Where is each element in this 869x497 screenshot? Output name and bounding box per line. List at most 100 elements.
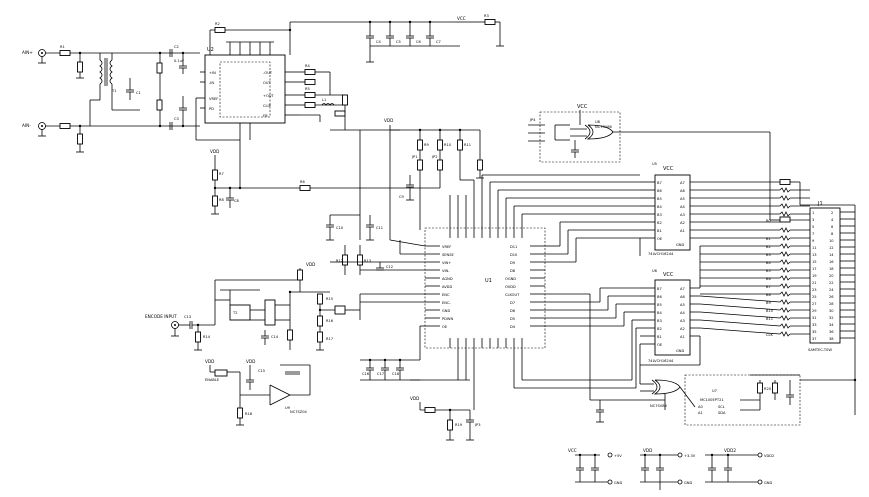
svg-text:A7: A7 (680, 181, 685, 185)
svg-text:B6: B6 (657, 295, 662, 299)
bottom-xor-gate: NC7SV86 (590, 238, 701, 423)
svg-text:GND: GND (676, 349, 684, 353)
bus-b1-label: B1 (766, 237, 771, 241)
svg-text:ENC-: ENC- (442, 301, 451, 305)
encode-input-label: ENCODE INPUT (145, 314, 177, 319)
j1-pin-9: 9 (812, 239, 815, 243)
j1-pin-25: 25 (812, 295, 817, 299)
svg-text:OE: OE (657, 237, 663, 241)
svg-text:A4: A4 (680, 311, 685, 315)
u8-xor-gate: VCC U8 NC7SV86 JP4 (528, 104, 771, 220)
bus-b9-label: B9 (766, 301, 771, 305)
svg-text:D10: D10 (510, 253, 518, 257)
svg-text:CLKOUT: CLKOUT (505, 293, 520, 297)
svg-text:B3: B3 (657, 213, 662, 217)
data-bus (481, 174, 640, 400)
svg-text:ENABLE: ENABLE (205, 378, 220, 382)
svg-text:D6: D6 (510, 309, 516, 313)
bus-b6-label: B6 (766, 277, 771, 281)
jp3-label: JP3 (474, 423, 481, 427)
svg-text:B7: B7 (657, 181, 662, 185)
r17-label: R17 (326, 337, 333, 341)
j1-pin-4: 4 (831, 218, 834, 222)
c12-label: C12 (386, 265, 393, 269)
gnd2-label: GND (684, 481, 692, 485)
c8-label: C8 (234, 199, 240, 203)
r13-label: R13 (364, 259, 371, 263)
u7-chip: U7 MC100EPT21 A0 A1 SCL SDA R20 (684, 374, 855, 426)
vdd2-out-label: VDD2 (764, 454, 774, 458)
clock-oscillator: VDD ENABLE VDD U9 NC7SZ04 R18 C15 (205, 359, 311, 426)
j1-pin-17: 17 (812, 267, 817, 271)
vdd-jp-label: VDD (410, 396, 419, 401)
j1-pin-2: 2 (831, 211, 833, 215)
svg-text:ENC: ENC (442, 293, 450, 297)
svg-text:B3: B3 (657, 319, 662, 323)
j1-pin-10: 10 (829, 239, 834, 243)
j1-pin-7: 7 (812, 232, 814, 236)
u2-chip: U2 +IN -IN VREF PD -OUT OUT +OUT CLIP FB (200, 47, 300, 124)
svg-text:-OUT: -OUT (263, 71, 273, 75)
c3-label: C3 (174, 117, 179, 121)
l1-label: L1 (322, 98, 326, 102)
jp4-label: JP4 (529, 118, 536, 122)
j1-label: J1 (817, 201, 823, 207)
j1-pin-1: 1 (812, 211, 814, 215)
r5-label: R5 (305, 87, 310, 91)
svg-text:B1: B1 (657, 335, 662, 339)
svg-text:-IN: -IN (209, 81, 214, 85)
ain-minus-label: AIN- (22, 123, 31, 128)
vcc-top-label: VCC (457, 16, 466, 21)
u2-label: U2 (207, 47, 214, 53)
j1-connector: J1 SAMTEC-TSW 1 3 5 7 9 11 13 15 17 19 2… (799, 182, 856, 415)
bus-b7-label: B7 (766, 285, 771, 289)
c13-label: C13 (184, 315, 191, 319)
u6-label: U6 (652, 269, 658, 273)
svg-text:SENSE: SENSE (442, 253, 455, 257)
c14-label: C14 (271, 335, 279, 339)
c11-label: C11 (376, 226, 383, 230)
vdd-pwr2-label: VDD (643, 448, 652, 453)
svg-text:D5: D5 (510, 317, 515, 321)
u8-part-number: NC7SV86 (595, 125, 613, 129)
svg-text:NC7SV86: NC7SV86 (650, 404, 668, 408)
svg-text:+IN: +IN (209, 71, 216, 75)
power-decoupling-block-3: VDD2 VDD2 GND (705, 448, 774, 485)
r1-label: R1 (60, 45, 65, 49)
r16-label: R16 (326, 319, 334, 323)
j1-pin-32: 32 (829, 316, 834, 320)
j1-pin-14: 14 (829, 253, 834, 257)
jp2-label: JP2 (431, 155, 438, 159)
svg-text:D4: D4 (510, 325, 516, 329)
j1-pin-29: 29 (812, 309, 817, 313)
u5-part-number: 74LVCH16244 (648, 252, 674, 256)
r18-label: R18 (245, 412, 253, 416)
bus-b0-label: B0 (766, 219, 771, 223)
vcc-u5-label: VCC (663, 166, 674, 172)
plus5-label: +5V (614, 454, 622, 458)
svg-text:B1: B1 (657, 229, 662, 233)
encode-input-section: ENCODE INPUT C13 R14 T2 VDD (145, 261, 425, 351)
svg-text:A7: A7 (680, 287, 685, 291)
bus-b5-label: B5 (766, 269, 771, 273)
svg-text:B4: B4 (657, 205, 662, 209)
bus-b11-label: B11 (766, 317, 773, 321)
jp1-label: JP1 (411, 155, 418, 159)
j1-pin-5: 5 (812, 225, 814, 229)
c2-value: 0.1uF (174, 59, 184, 63)
j1-pin-20: 20 (829, 274, 834, 278)
c5-label: C5 (396, 40, 401, 44)
svg-text:A4: A4 (680, 205, 685, 209)
svg-text:GND: GND (676, 243, 684, 247)
bus-b10-label: B10 (766, 309, 774, 313)
svg-text:A3: A3 (680, 319, 685, 323)
r7-label: R7 (219, 172, 224, 176)
j1-pin-8: 8 (831, 232, 834, 236)
svg-text:CLIP: CLIP (263, 104, 272, 108)
u1-bottom-pins (449, 338, 523, 348)
svg-text:A6: A6 (680, 189, 685, 193)
vref-bias: VDD R6 R7 R8 C8 (195, 97, 440, 215)
svg-text:VIN-: VIN- (442, 269, 450, 273)
svg-text:OVDD: OVDD (505, 285, 516, 289)
